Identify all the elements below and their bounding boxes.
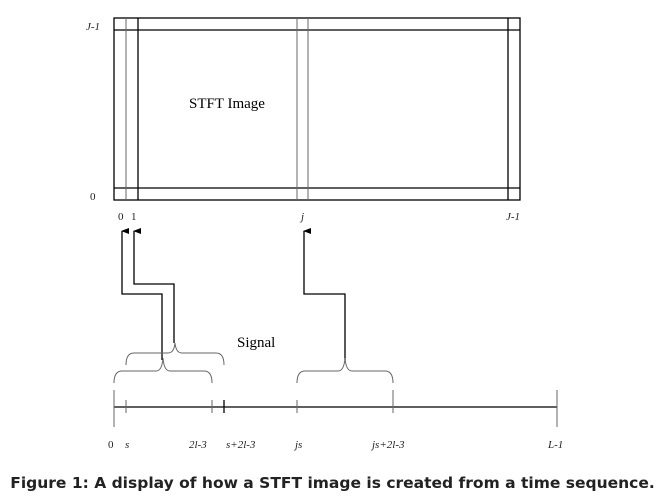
figure-caption: Figure 1: A display of how a STFT image … <box>10 474 655 492</box>
tick-label-s: s <box>125 439 129 451</box>
stft-image-grid <box>113 17 521 201</box>
tick-label-s-2l-3: s+2l-3 <box>226 439 256 451</box>
tick-label-js: js <box>293 439 302 451</box>
arrow-col-0 <box>121 228 163 360</box>
signal-title: Signal <box>237 335 275 351</box>
y-label-bottom: 0 <box>90 191 96 203</box>
tick-label-2l-3: 2l-3 <box>189 439 207 451</box>
x-label-middle: j <box>299 211 304 223</box>
tick-label-js-2l-3: js+2l-3 <box>370 439 405 451</box>
stft-diagram: STFT Image J-1 0 0 1 j J-1 Signal 0 s 2l… <box>86 17 563 451</box>
arrow-col-1 <box>133 228 175 343</box>
tick-label-L-1: L-1 <box>547 439 563 451</box>
brace-window-0 <box>113 357 213 384</box>
stft-image-title: STFT Image <box>189 96 265 112</box>
mapping-arrows <box>121 228 346 360</box>
x-label-last: J-1 <box>506 211 520 223</box>
signal-axis <box>113 390 558 427</box>
x-label-second: 1 <box>131 211 137 223</box>
y-label-top: J-1 <box>86 21 100 33</box>
arrow-col-j <box>303 228 346 360</box>
window-braces <box>113 342 394 384</box>
brace-window-1 <box>125 342 225 366</box>
tick-label-0: 0 <box>108 439 114 451</box>
brace-window-j <box>296 357 394 384</box>
x-label-first: 0 <box>118 211 124 223</box>
